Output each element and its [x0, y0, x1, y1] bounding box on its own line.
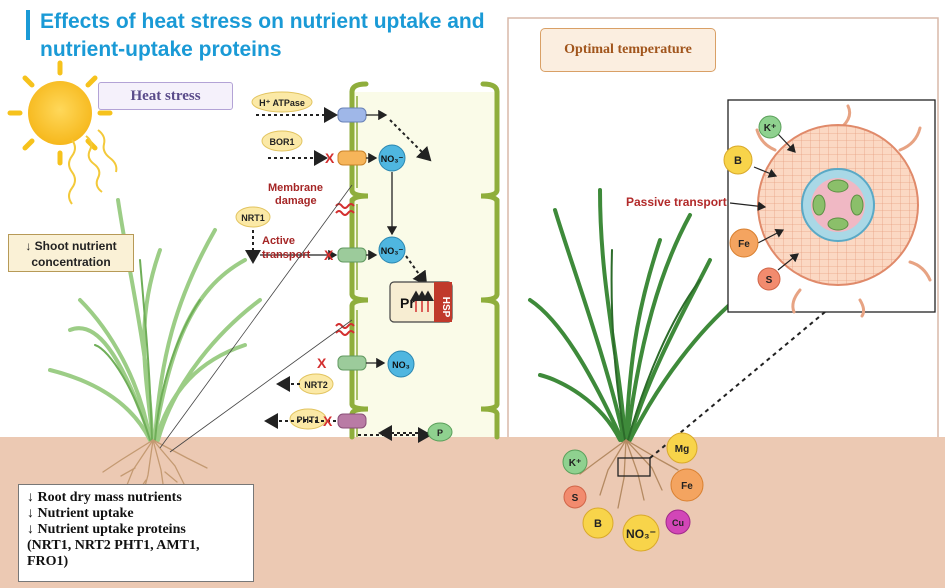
- svg-text:Fe: Fe: [681, 481, 693, 492]
- label-nrt2: NRT2: [298, 373, 334, 395]
- svg-text:S: S: [766, 275, 773, 286]
- ion-p: P: [427, 422, 453, 442]
- root-link-dashed: [649, 311, 826, 459]
- svg-text:NRT1: NRT1: [241, 213, 265, 223]
- membrane-damage-label-1: Membrane: [268, 182, 323, 194]
- soil-ion-k: K⁺: [562, 449, 588, 475]
- svg-text:Cu: Cu: [672, 518, 684, 528]
- title-accent-bar: [26, 10, 30, 40]
- label-pht1: PHT1: [289, 408, 327, 430]
- transporter-nrt1: [337, 247, 367, 263]
- x-mark-nrt2: X: [317, 355, 327, 371]
- shoot-nutrient-box: ↓ Shoot nutrient concentration: [8, 234, 134, 272]
- soil-ion-mg: Mg: [666, 432, 698, 464]
- label-bor1: BOR1: [261, 130, 303, 152]
- svg-text:Mg: Mg: [675, 444, 689, 455]
- svg-text:Pr: Pr: [400, 295, 415, 311]
- ion-no3-middle: NO₃⁻: [378, 236, 406, 264]
- ion-no3-top: NO₃⁻: [378, 144, 406, 172]
- svg-text:NO₃⁻: NO₃⁻: [381, 154, 404, 164]
- optimal-plant: [528, 188, 737, 509]
- svg-text:NO₃: NO₃: [392, 360, 410, 370]
- shoot-box-line2: concentration: [31, 255, 111, 269]
- root-zone-box: [617, 457, 651, 477]
- passive-transport-label: Passive transport: [626, 195, 727, 209]
- root-effects-box: ↓ Root dry mass nutrients ↓ Nutrient upt…: [18, 484, 254, 582]
- root-ion-b: B: [723, 145, 753, 175]
- label-h-atpase: H⁺ ATPase: [251, 91, 313, 113]
- svg-text:B: B: [594, 518, 602, 530]
- x-mark-bor1: X: [325, 150, 335, 166]
- transporter-h-atpase: [337, 107, 367, 123]
- transporter-pht1: [337, 413, 367, 429]
- svg-text:H⁺ ATPase: H⁺ ATPase: [259, 98, 305, 108]
- sun-icon: [7, 60, 118, 205]
- x-mark-pht1: X: [323, 413, 333, 429]
- passive-transport-arrows: [729, 133, 799, 271]
- transport-arrows: [245, 107, 432, 443]
- svg-text:S: S: [572, 493, 579, 504]
- transporter-bor1: [337, 150, 367, 166]
- svg-text:BOR1: BOR1: [269, 137, 294, 147]
- soil-ion-cu: Cu: [665, 509, 691, 535]
- optimal-temperature-label: Optimal temperature: [540, 28, 716, 72]
- svg-text:HSP: HSP: [440, 297, 451, 318]
- shoot-box-line1: ↓ Shoot nutrient: [25, 239, 117, 253]
- svg-text:Fe: Fe: [738, 239, 750, 250]
- membrane-damage-label-2: damage: [275, 195, 317, 207]
- svg-text:K⁺: K⁺: [569, 458, 582, 469]
- svg-text:PHT1: PHT1: [296, 415, 319, 425]
- transporter-nrt2: [337, 355, 367, 371]
- svg-text:B: B: [734, 155, 742, 167]
- heat-stress-label: Heat stress: [98, 82, 233, 110]
- root-ion-s: S: [757, 267, 781, 291]
- soil-ion-b: B: [582, 507, 614, 539]
- zoom-lines: [159, 184, 353, 453]
- root-ion-k: K⁺: [758, 115, 782, 139]
- root-box-line3: ↓ Nutrient uptake proteins: [27, 522, 186, 537]
- root-box-line2: ↓ Nutrient uptake: [27, 506, 134, 521]
- label-nrt1: NRT1: [235, 206, 271, 228]
- page-title: Effects of heat stress on nutrient uptak…: [40, 10, 485, 61]
- svg-text:NRT2: NRT2: [304, 380, 328, 390]
- soil-ion-fe: Fe: [670, 468, 704, 502]
- svg-text:K⁺: K⁺: [764, 123, 777, 134]
- plant-cell-column: [349, 81, 500, 440]
- root-box-line1: ↓ Root dry mass nutrients: [27, 490, 182, 505]
- soil-ion-s: S: [563, 485, 587, 509]
- soil-ion-no3: NO₃⁻: [622, 514, 660, 552]
- hsp-protein-box: Pr HSP: [389, 281, 453, 323]
- root-ion-fe: Fe: [729, 228, 759, 258]
- root-box-line4: (NRT1, NRT2 PHT1, AMT1,: [27, 538, 200, 553]
- active-transport-label-2: transport: [262, 249, 311, 261]
- ion-no3-lower: NO₃: [387, 350, 415, 378]
- active-transport-label-1: Active: [262, 235, 295, 247]
- membrane-damage-marks: [335, 203, 355, 336]
- x-mark-nrt1: X: [324, 247, 334, 263]
- solid-arrows: [260, 109, 398, 369]
- root-box-line5: FRO1): [27, 554, 69, 569]
- svg-text:P: P: [437, 428, 443, 438]
- svg-text:NO₃⁻: NO₃⁻: [626, 527, 656, 541]
- svg-text:NO₃⁻: NO₃⁻: [381, 246, 404, 256]
